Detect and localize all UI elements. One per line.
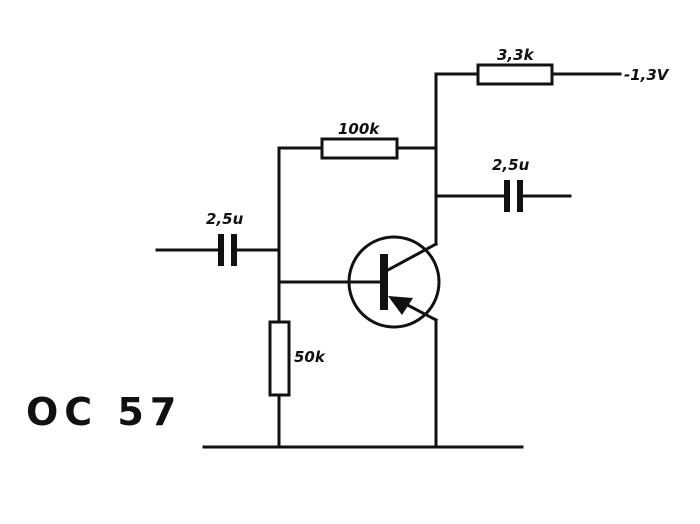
label-resistor-50k: 50k (294, 348, 326, 366)
label-input-capacitor: 2,5u (206, 210, 244, 228)
transistor-collector-lead (385, 241, 439, 273)
resistor-100k (320, 137, 399, 160)
label-output-capacitor: 2,5u (492, 156, 530, 174)
resistor-3-3k (476, 63, 554, 86)
part-number-label: OC 57 (26, 390, 182, 434)
transistor-emitter-arrow (388, 296, 413, 315)
label-resistor-3-3k: 3,3k (497, 46, 535, 64)
label-resistor-100k: 100k (338, 120, 380, 138)
transistor-pnp (277, 235, 441, 329)
label-supply-voltage: -1,3V (624, 66, 670, 84)
resistor-50k (268, 320, 291, 397)
